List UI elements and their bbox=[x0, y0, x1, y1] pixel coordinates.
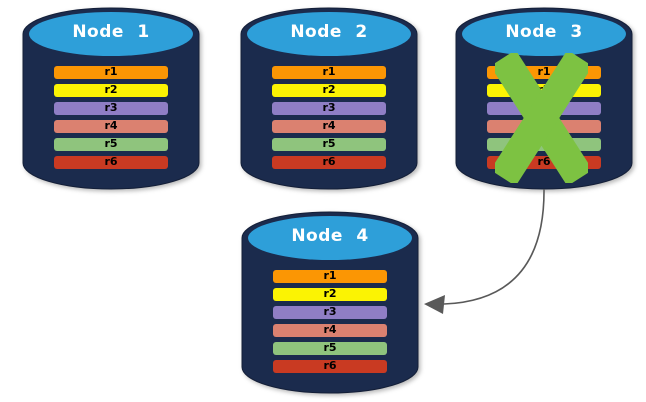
record-bar-r5: r5 bbox=[54, 137, 168, 151]
node-title: Node 4 bbox=[291, 226, 369, 246]
record-list: r1 r2 r3 r4 r5 r6 bbox=[272, 65, 386, 169]
record-bar-r6: r6 bbox=[54, 155, 168, 169]
record-bar-r3: r3 bbox=[272, 101, 386, 115]
record-list: r1 r2 r3 r4 r5 r6 bbox=[54, 65, 168, 169]
record-bar-r6: r6 bbox=[273, 359, 387, 373]
node-2: Node 2 r1 r2 r3 r4 r5 r6 bbox=[240, 6, 418, 192]
failure-x-icon bbox=[495, 53, 588, 183]
record-bar-r2: r2 bbox=[272, 83, 386, 97]
record-bar-r1: r1 bbox=[273, 269, 387, 283]
node-title: Node 3 bbox=[505, 22, 583, 42]
node-4: Node 4 r1 r2 r3 r4 r5 r6 bbox=[241, 210, 419, 396]
node-3: Node 3 r1 r2 r3 r4 r5 r6 bbox=[455, 6, 633, 192]
record-bar-r2: r2 bbox=[273, 287, 387, 301]
record-bar-r6: r6 bbox=[272, 155, 386, 169]
record-bar-r4: r4 bbox=[54, 119, 168, 133]
record-bar-r5: r5 bbox=[273, 341, 387, 355]
record-bar-r4: r4 bbox=[273, 323, 387, 337]
record-bar-r2: r2 bbox=[54, 83, 168, 97]
record-bar-r3: r3 bbox=[54, 101, 168, 115]
record-bar-r1: r1 bbox=[54, 65, 168, 79]
record-bar-r3: r3 bbox=[273, 305, 387, 319]
record-bar-r1: r1 bbox=[272, 65, 386, 79]
node-title: Node 1 bbox=[72, 22, 150, 42]
record-bar-r5: r5 bbox=[272, 137, 386, 151]
node-title: Node 2 bbox=[290, 22, 368, 42]
node-1: Node 1 r1 r2 r3 r4 r5 r6 bbox=[22, 6, 200, 192]
record-bar-r4: r4 bbox=[272, 119, 386, 133]
record-list: r1 r2 r3 r4 r5 r6 bbox=[273, 269, 387, 373]
